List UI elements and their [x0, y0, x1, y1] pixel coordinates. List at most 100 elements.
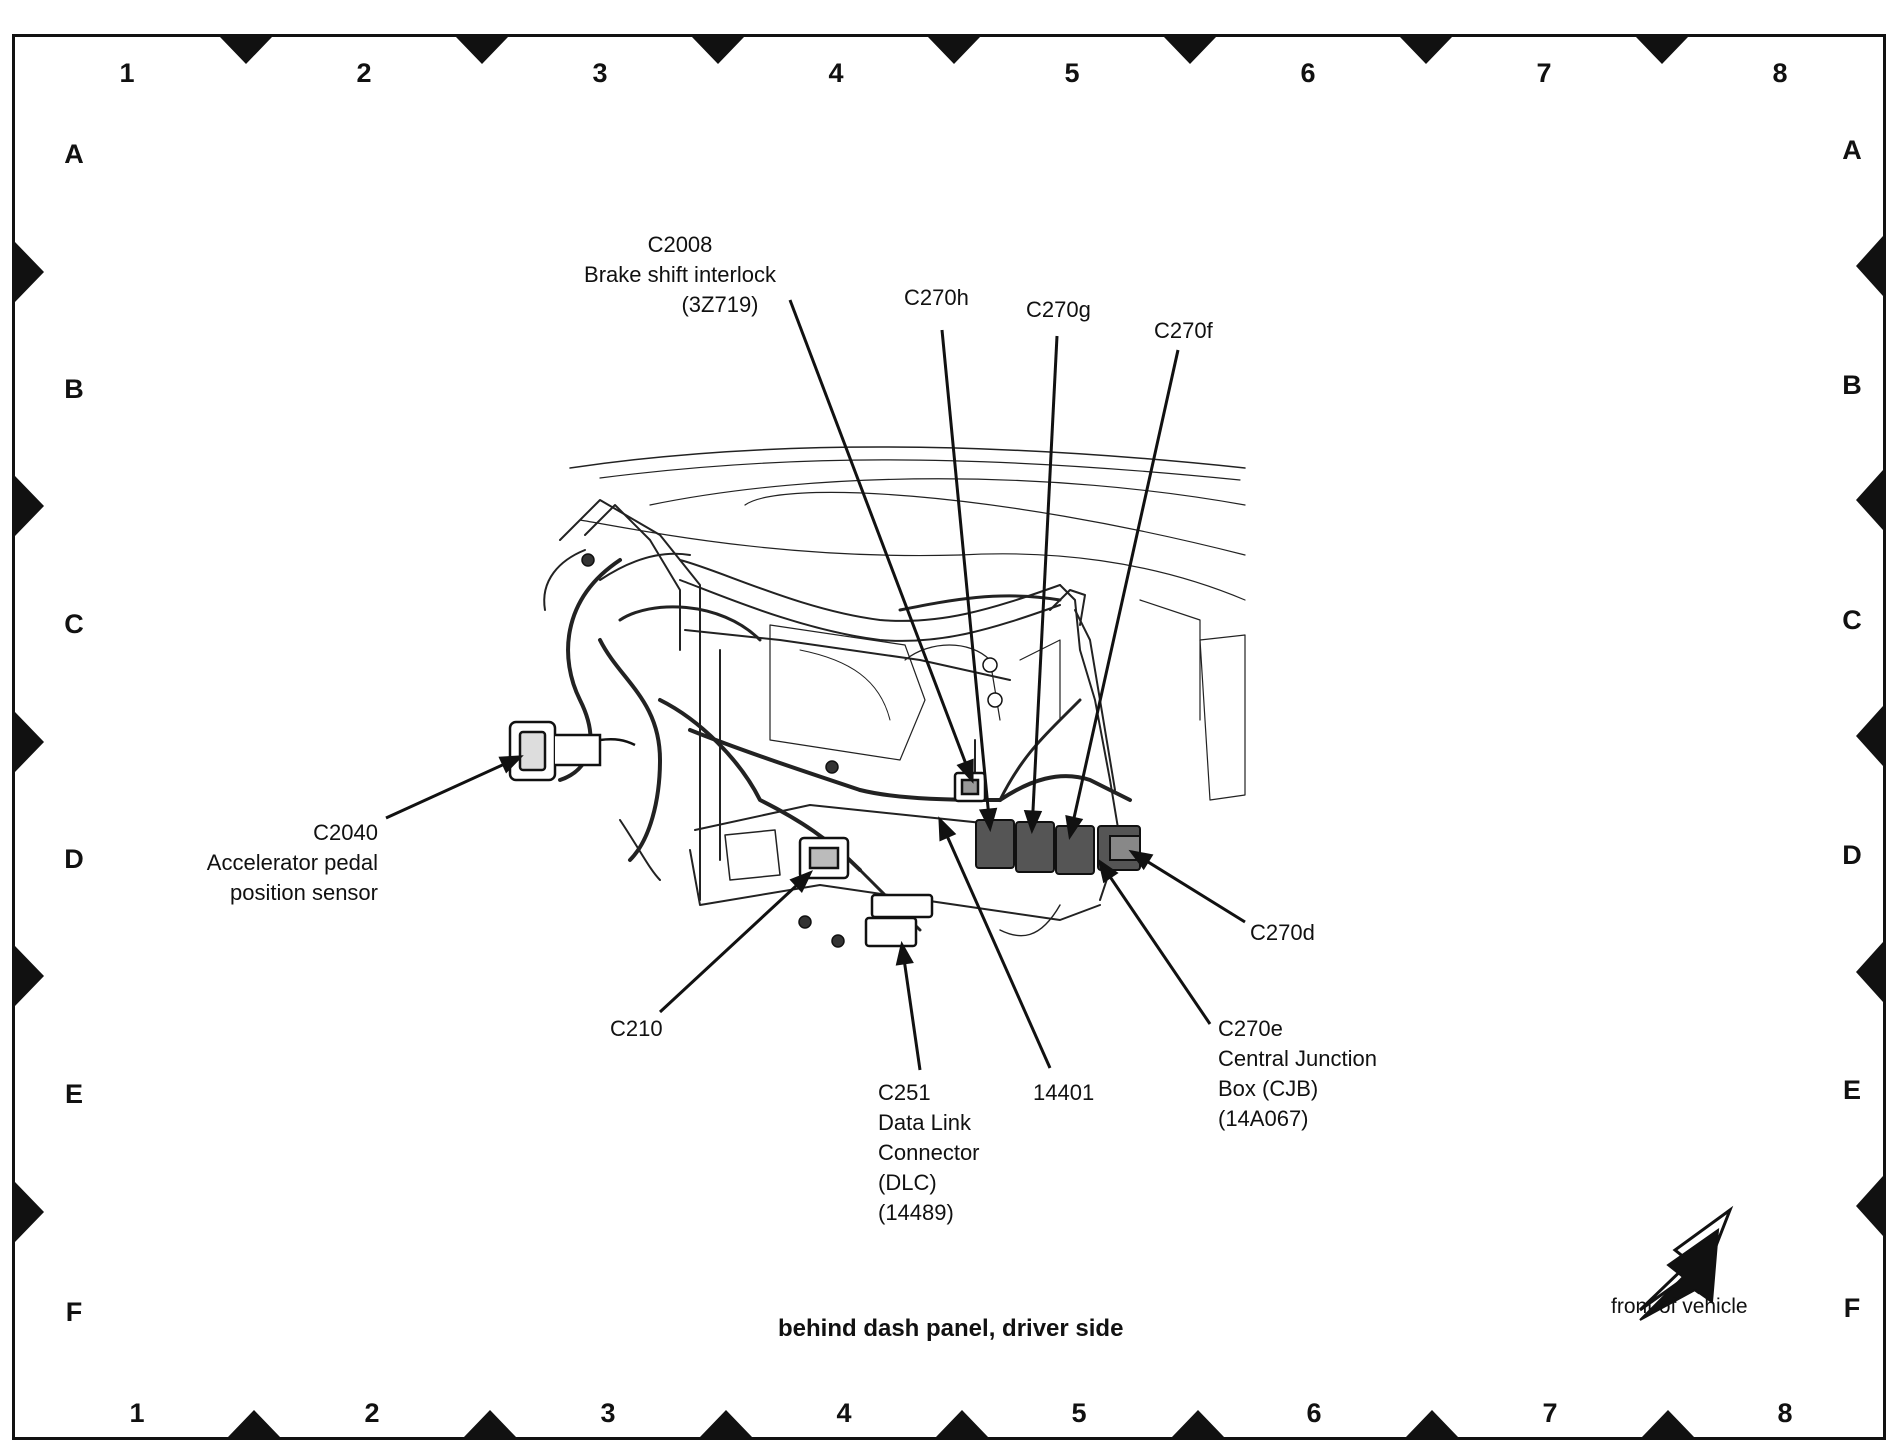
c270d-label: C270d [1250, 920, 1315, 945]
leader-c210-arrowhead [789, 870, 814, 893]
diagram-frame [12, 34, 1886, 1440]
c251-part: (14489) [878, 1200, 954, 1225]
c251-dlc-shape [864, 893, 934, 948]
c270g-label: C270g [1026, 297, 1091, 322]
grid-column-top-3: 3 [592, 58, 608, 88]
grid-marker-bottom-4 [936, 1410, 988, 1437]
grid-marker-left-1 [15, 242, 44, 302]
leader-c270e-arrowhead [1097, 858, 1119, 884]
leader-c270f-arrowhead [1065, 814, 1084, 841]
leader-c270d [1131, 850, 1246, 924]
c2008-id: C2008 [647, 232, 713, 257]
c210-label: C210 [610, 1016, 663, 1041]
grid-column-bottom-1: 1 [129, 1398, 145, 1428]
grid-marker-left-2 [15, 476, 44, 536]
front-of-vehicle-arrow-icon [1638, 1205, 1734, 1321]
grid-column-bottom-2: 2 [364, 1398, 380, 1428]
grid-markers [15, 37, 1883, 1437]
grid-row-right-F: F [1843, 1293, 1861, 1323]
c2040-name-line1: Accelerator pedal [206, 850, 378, 875]
diagram-caption: behind dash panel, driver side [778, 1315, 1124, 1342]
grid-marker-top-1 [220, 37, 272, 64]
grid-column-top-5: 5 [1064, 58, 1080, 88]
leader-c270h [940, 329, 992, 829]
grid-row-right-C: C [1842, 605, 1862, 635]
grid-column-top-8: 8 [1772, 58, 1788, 88]
grid-column-bottom-5: 5 [1071, 1398, 1087, 1428]
grid-marker-bottom-7 [1642, 1410, 1694, 1437]
grid-marker-right-2 [1856, 470, 1883, 530]
grid-marker-top-6 [1400, 37, 1452, 64]
c2040-connector-shape [508, 720, 636, 782]
grid-row-right-E: E [1842, 1075, 1861, 1105]
cjb-connectors-shape [975, 819, 1141, 875]
c270e-part: (14A067) [1218, 1106, 1309, 1131]
leader-c2040 [385, 755, 521, 820]
grid-row-left-D: D [64, 844, 84, 874]
grid-row-left-E: E [64, 1079, 83, 1109]
grid-row-right-B: B [1842, 370, 1862, 400]
grid-marker-right-1 [1856, 236, 1883, 296]
dash-panel-illustration [543, 446, 1246, 937]
grid-column-bottom-7: 7 [1542, 1398, 1558, 1428]
grid-marker-bottom-2 [464, 1410, 516, 1437]
grid-row-right-A: A [1842, 135, 1862, 165]
c270h-label: C270h [904, 285, 969, 310]
grid-column-top-4: 4 [828, 58, 844, 88]
grid-marker-top-3 [692, 37, 744, 64]
leader-14401 [938, 819, 1052, 1069]
grid-column-top-6: 6 [1300, 58, 1316, 88]
leader-c2008 [788, 299, 974, 781]
leader-c210 [658, 871, 812, 1014]
c270e-id: C270e [1218, 1016, 1283, 1041]
c270e-name-line2: Box (CJB) [1218, 1076, 1319, 1101]
fasteners [581, 553, 1003, 948]
grid-marker-left-5 [15, 1182, 44, 1242]
c270e-label: C270e Central Junction Box (CJB) (14A067… [1218, 1014, 1377, 1134]
grid-marker-bottom-1 [228, 1410, 280, 1437]
grid-marker-right-5 [1856, 1176, 1883, 1236]
c270f-label: C270f [1154, 318, 1213, 343]
harness-14401-label: 14401 [1033, 1080, 1095, 1105]
leader-c270g-arrowhead [1023, 810, 1043, 835]
leader-c2008-arrowhead [956, 758, 974, 784]
grid-row-left-A: A [64, 139, 84, 169]
grid-marker-top-7 [1636, 37, 1688, 64]
c2040-id: C2040 [313, 820, 378, 845]
c251-name-line3: (DLC) [878, 1170, 937, 1195]
grid-marker-left-4 [15, 946, 44, 1006]
grid-column-bottom-8: 8 [1777, 1398, 1793, 1428]
c2008-part: (3Z719) [681, 292, 759, 317]
grid-column-bottom-4: 4 [836, 1398, 852, 1428]
c2008-label: C2008 Brake shift interlock (3Z719) [580, 230, 780, 320]
c251-name-line1: Data Link [878, 1110, 971, 1135]
grid-column-top-1: 1 [119, 58, 135, 88]
leader-c270e [1098, 861, 1212, 1025]
c251-name-line2: Connector [878, 1140, 980, 1165]
c2008-name: Brake shift interlock [584, 262, 776, 287]
grid-row-left-F: F [65, 1297, 83, 1327]
leader-c251 [900, 944, 922, 1071]
grid-column-top-2: 2 [356, 58, 372, 88]
c251-label: C251 Data Link Connector (DLC) (14489) [878, 1078, 980, 1228]
grid-column-bottom-6: 6 [1306, 1398, 1322, 1428]
grid-marker-top-2 [456, 37, 508, 64]
grid-marker-bottom-6 [1406, 1410, 1458, 1437]
leader-c251-arrowhead [895, 940, 914, 966]
leader-c2040-arrowhead [498, 755, 524, 774]
grid-marker-right-3 [1856, 706, 1883, 766]
c210-connector-shape [798, 836, 850, 880]
leader-c270f [1068, 349, 1180, 837]
leader-c270g [1030, 335, 1059, 831]
grid-row-left-B: B [64, 374, 84, 404]
front-of-vehicle-label: front of vehicle [1611, 1295, 1748, 1318]
grid-row-left-C: C [64, 609, 84, 639]
leader-c270h-arrowhead [978, 807, 998, 833]
grid-marker-right-4 [1856, 942, 1883, 1002]
grid-column-top-7: 7 [1536, 58, 1552, 88]
grid-marker-top-5 [1164, 37, 1216, 64]
leader-lines [385, 299, 1246, 1071]
grid-column-bottom-3: 3 [600, 1398, 616, 1428]
leader-14401-arrowhead [938, 816, 957, 842]
c270e-name-line1: Central Junction [1218, 1046, 1377, 1071]
